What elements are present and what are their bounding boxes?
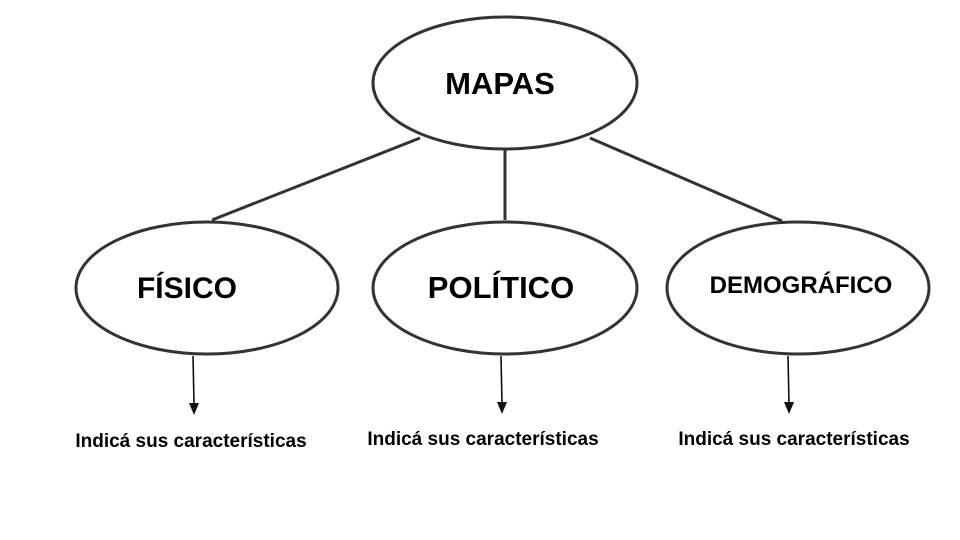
root-ellipse <box>371 15 639 151</box>
arrow-line-politico <box>500 355 503 404</box>
arrow-head-fisico <box>189 403 199 415</box>
root-node: MAPAS <box>371 15 639 151</box>
child-node-politico: POLÍTICO <box>371 220 639 356</box>
arrow-politico <box>497 355 507 414</box>
child-label-politico: POLÍTICO <box>428 270 574 305</box>
child-node-fisico: FÍSICO <box>74 220 340 356</box>
caption-fisico: Indicá sus características <box>75 431 306 452</box>
root-label: MAPAS <box>445 66 555 101</box>
arrow-head-politico <box>497 402 507 414</box>
arrow-head-demografico <box>784 402 794 414</box>
child-label-fisico: FÍSICO <box>137 271 237 305</box>
arrow-line-fisico <box>192 355 195 405</box>
child-ellipse-fisico <box>74 220 340 356</box>
connector-root-fisico <box>211 136 421 222</box>
child-node-demografico: DEMOGRÁFICO <box>665 220 931 356</box>
child-ellipse-politico <box>371 220 639 356</box>
caption-demografico: Indicá sus características <box>678 429 909 450</box>
child-label-demografico: DEMOGRÁFICO <box>710 271 893 299</box>
connector-root-demografico <box>589 136 783 223</box>
child-ellipse-demografico <box>665 220 931 356</box>
arrow-line-demografico <box>787 355 790 404</box>
arrow-fisico <box>189 355 199 415</box>
arrow-demografico <box>784 355 794 414</box>
caption-politico: Indicá sus características <box>367 429 598 450</box>
